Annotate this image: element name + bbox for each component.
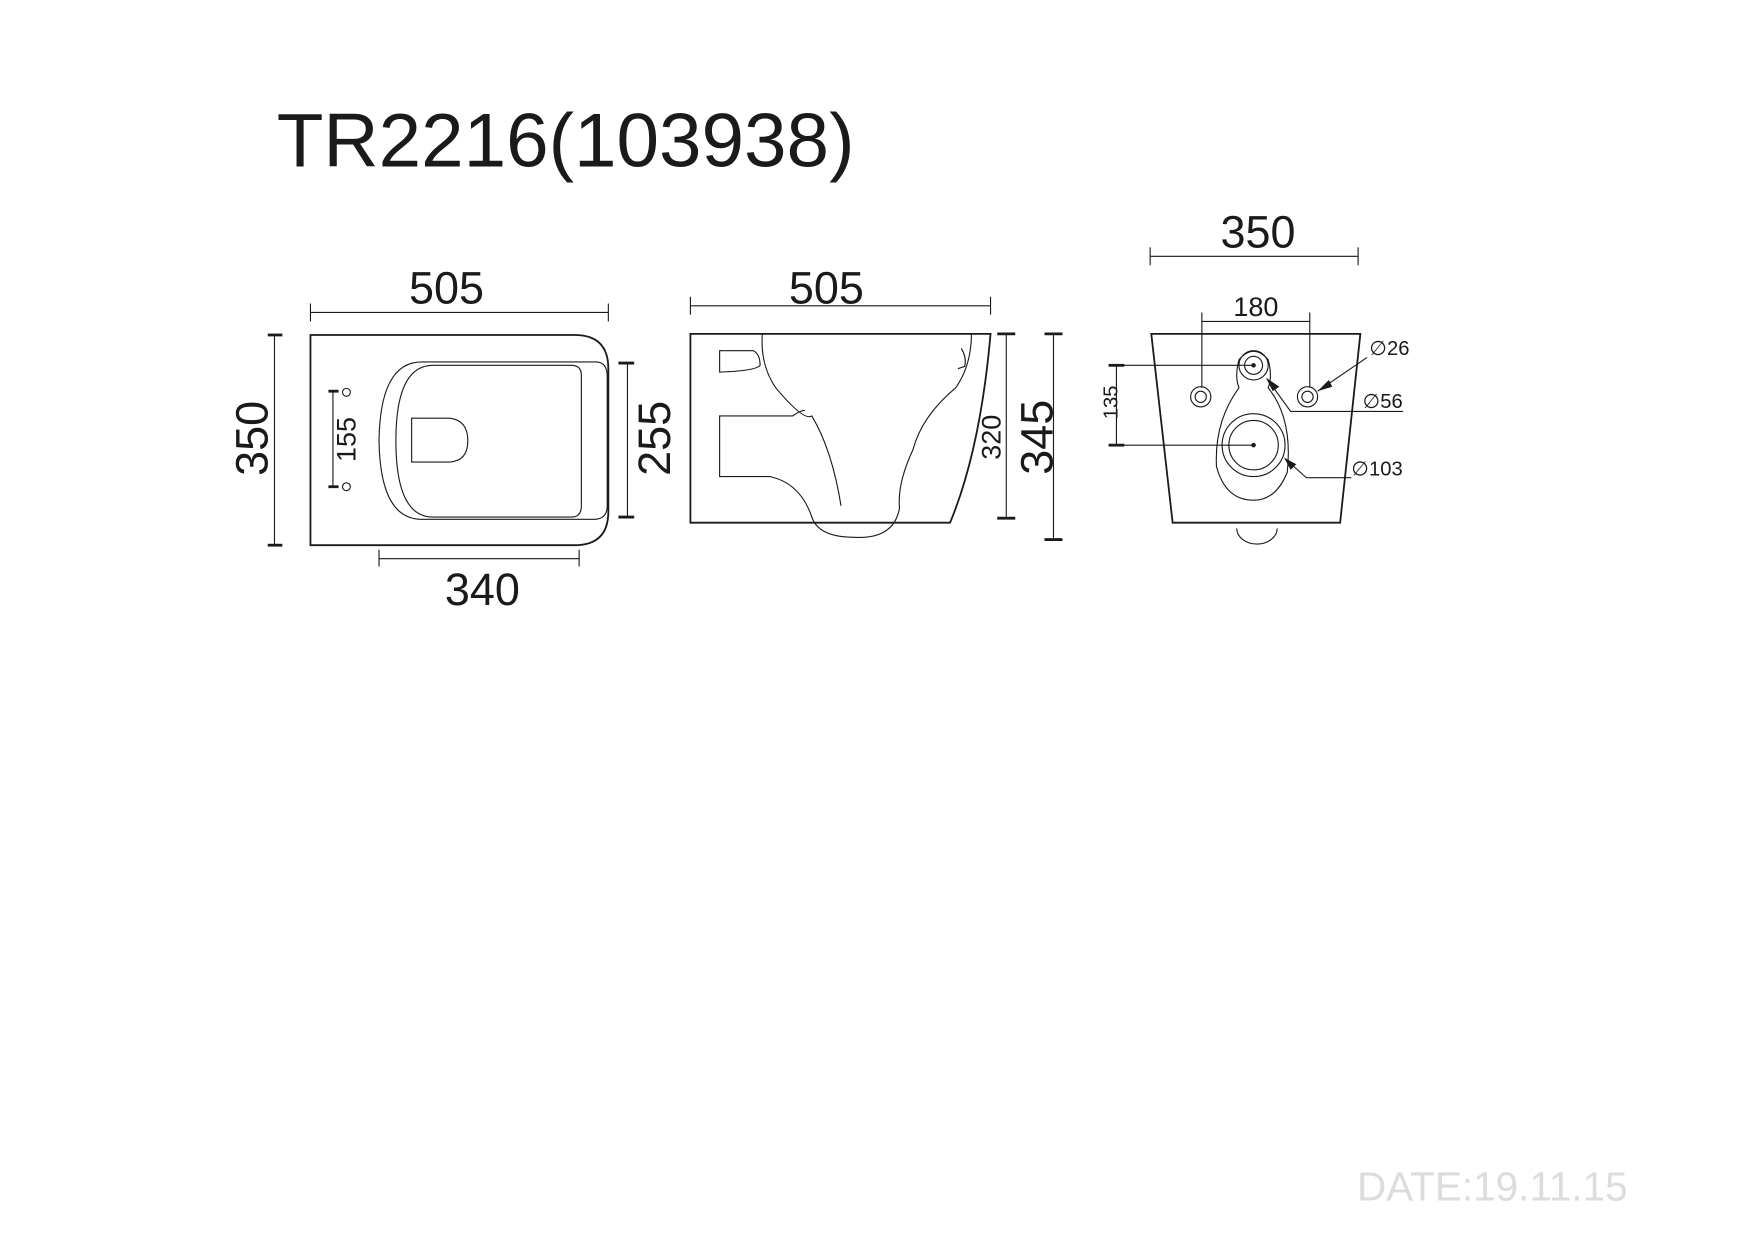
dim-width: 350 — [1221, 206, 1296, 257]
dim-total-height: 345 — [1011, 400, 1062, 475]
seat-inner — [395, 364, 582, 518]
dim-rim-height: 320 — [977, 415, 1007, 460]
side-outline — [689, 332, 992, 524]
side-view: 505 320 345 — [689, 263, 1063, 541]
plan-outline — [309, 334, 610, 547]
date-stamp: DATE:19.11.15 — [1357, 1164, 1628, 1210]
bowl-outline — [719, 333, 972, 538]
back-outline — [1150, 332, 1362, 524]
outlet-spigot — [1236, 528, 1278, 545]
label-inlet: ∅56 — [1363, 391, 1403, 413]
dim-rear-width: 340 — [445, 564, 520, 615]
label-bolt-hole: ∅26 — [1369, 338, 1409, 360]
dim-width: 350 — [227, 401, 278, 476]
trap-inner — [761, 333, 842, 506]
label-outlet: ∅103 — [1351, 458, 1402, 480]
back-view: 350 180 135 ∅26 ∅56 ∅103 — [1101, 206, 1409, 545]
dim-fixing-spacing: 155 — [331, 417, 361, 462]
keyhole-outline — [1215, 350, 1289, 501]
dim-length: 505 — [409, 263, 484, 314]
seat-outline — [378, 361, 608, 520]
inlet — [719, 350, 761, 373]
plan-view: 505 350 255 340 155 — [227, 263, 680, 615]
model-title: TR2216(103938) — [277, 98, 855, 183]
dim-length: 505 — [789, 263, 864, 314]
rim-right — [957, 348, 966, 370]
dim-outlet-offset: 135 — [1101, 386, 1123, 420]
flush-opening — [411, 417, 469, 463]
dim-bolt-spacing: 180 — [1233, 292, 1278, 322]
dim-seat-width: 255 — [629, 401, 680, 476]
